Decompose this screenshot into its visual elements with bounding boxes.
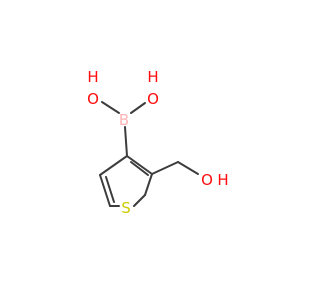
bond-c3-c4 <box>99 155 128 176</box>
bond-c4-c5-inner <box>105 176 115 203</box>
bond-c3-b <box>124 126 128 157</box>
bond-b-o1 <box>101 101 120 114</box>
bond-c2-ch2 <box>151 161 179 175</box>
bond-b-o2 <box>130 102 146 114</box>
atom-o1-symbol: O <box>87 90 99 108</box>
bond-s-c2-b <box>144 173 153 196</box>
atom-boron: B <box>119 111 129 129</box>
atom-o3-symbol: O <box>201 171 213 189</box>
atom-o2-symbol: O <box>147 90 159 108</box>
structure-drawing: O H O H B S O H <box>87 68 229 217</box>
molecule-diagram: O H O H B S O H <box>87 68 229 217</box>
atom-o1-hydrogen: H <box>87 68 98 86</box>
bond-c3-c2 <box>126 155 153 175</box>
bond-ch2-o3 <box>177 161 199 175</box>
bond-s-c2 <box>133 194 146 207</box>
atom-sulfur: S <box>121 199 131 217</box>
atom-o3-hydrogen: H <box>217 171 228 189</box>
atom-o2-hydrogen: H <box>147 68 158 86</box>
bond-c3-c2-inner <box>130 161 149 176</box>
bond-c4-c5 <box>99 174 111 207</box>
